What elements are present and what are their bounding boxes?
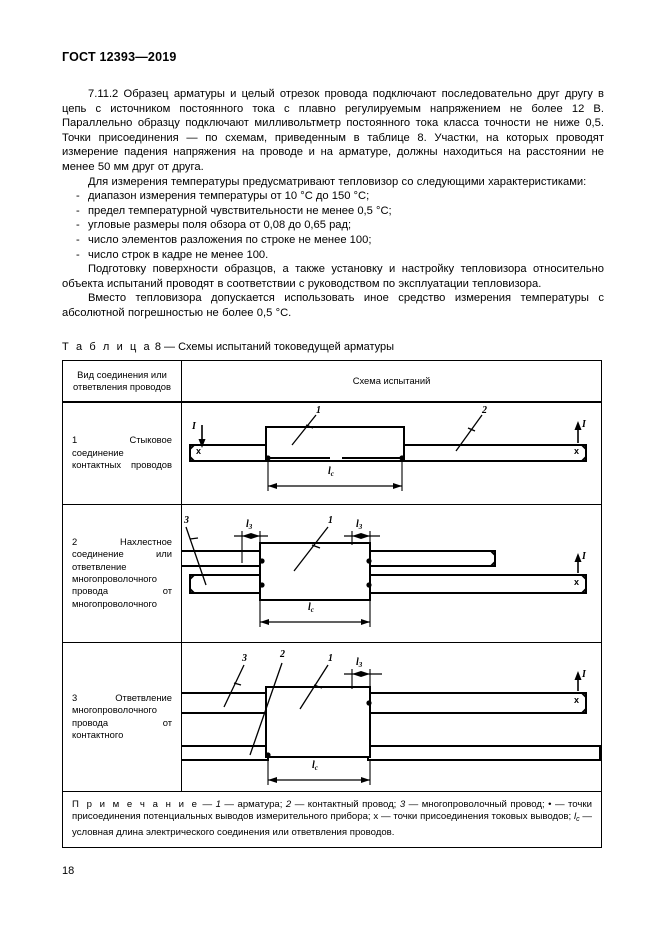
paragraph-7-11-2: 7.11.2 Образец арматуры и целый отрезок … (62, 88, 604, 173)
list-item-text: угловые размеры поля обзора от 0,08 до 0… (88, 219, 352, 232)
row-3-label: 3 Ответвление многопроволочного провода … (63, 642, 182, 791)
list-dash: - (76, 204, 80, 217)
document-header: ГОСТ 12393—2019 (62, 50, 177, 64)
list-item: -диапазон измерения температуры от 10 °С… (62, 189, 604, 204)
table-caption-number: 8 (154, 340, 161, 353)
list-dash: - (76, 219, 80, 232)
label-part-2: 2 (280, 648, 285, 660)
table-header-row: Вид соединения или ответвления проводов … (63, 360, 601, 403)
label-dim-length: lc (328, 465, 334, 478)
label-current-right: I (582, 550, 586, 562)
list-item-text: число строк в кадре не менее 100. (88, 248, 269, 261)
note-text-4: — условная длина электрического соединен… (72, 811, 592, 838)
note-ref-2: 2 (285, 798, 292, 810)
list-dash: - (76, 248, 80, 261)
diagram-butt-joint: 1 2 I I x x lc (182, 403, 601, 504)
note-text-2: — контактный провод; (291, 798, 400, 810)
table-caption-label: Т а б л и ц а (62, 340, 152, 353)
label-current-right: I (582, 668, 586, 680)
list-item: -угловые размеры поля обзора от 0,08 до … (62, 218, 604, 233)
label-dim-gap-right: l3 (356, 518, 363, 531)
paragraph-surface-preparation: Подготовку поверхности образцов, а также… (62, 263, 604, 290)
label-dim-length: lc (312, 759, 318, 772)
label-dim-length: lc (308, 601, 314, 614)
page-number: 18 (62, 865, 75, 877)
label-part-3: 3 (242, 652, 247, 664)
label-x-right: x (574, 445, 580, 456)
label-part-1: 1 (328, 514, 333, 526)
list-item: -предел температурной чувствительности н… (62, 204, 604, 219)
row-1-label: 1 Стыковое соединение контактных проводо… (63, 402, 182, 504)
table-header-test-scheme: Схема испытаний (352, 375, 431, 386)
test-schemes-table: Вид соединения или ответвления проводов … (62, 359, 602, 849)
label-x-left: x (196, 445, 202, 456)
label-x-right: x (574, 576, 580, 587)
label-x-right: x (574, 694, 580, 705)
list-item-text: число элементов разложения по строке не … (88, 233, 372, 246)
label-part-1: 1 (316, 404, 321, 416)
label-part-2: 2 (482, 404, 487, 416)
row-2-label: 2 Нахлестное соединение или ответвление … (63, 504, 182, 642)
table-row: 1 Стыковое соединение контактных проводо… (63, 402, 601, 505)
note-label: П р и м е ч а н и е (72, 798, 200, 810)
paragraph-thermal-imager-intro: Для измерения температуры предусматриваю… (88, 175, 587, 188)
list-dash: - (76, 233, 80, 246)
list-item: -число элементов разложения по строке не… (62, 233, 604, 248)
list-item-text: диапазон измерения температуры от 10 °С … (88, 190, 370, 203)
thermal-imager-characteristics-list: -диапазон измерения температуры от 10 °С… (62, 189, 604, 262)
label-current-left: I (192, 420, 196, 432)
note-ref-3: 3 (399, 798, 406, 810)
table-caption: Т а б л и ц а 8 — Схемы испытаний токове… (62, 341, 604, 353)
paragraph-alternative-measurement: Вместо тепловизора допускается использов… (62, 292, 604, 319)
label-dim-gap: l3 (356, 656, 363, 669)
diagram-branch-joint-svg (182, 662, 601, 785)
label-dim-gap-left: l3 (246, 518, 253, 531)
diagram-branch-joint: 1 2 3 I x l3 lc (182, 643, 601, 791)
note-ref-1: 1 (215, 798, 221, 810)
label-current-right: I (582, 418, 586, 430)
row-2-diagram: 1 3 I x l3 l3 lc (182, 505, 601, 642)
row-3-diagram: 1 2 3 I x l3 lc (182, 643, 601, 791)
table-row: 2 Нахлестное соединение или ответвление … (63, 504, 601, 643)
list-item: -число строк в кадре не менее 100. (62, 248, 604, 263)
note-text-1: — арматура; (220, 798, 286, 810)
diagram-lap-joint: 1 3 I x l3 l3 lc (182, 505, 601, 642)
label-part-1: 1 (328, 652, 333, 664)
table-caption-text: — Схемы испытаний токоведущей арматуры (164, 340, 395, 353)
note-text-3: — многопроволочный провод; • — точки при… (72, 798, 592, 823)
note-symbol-lc: lc (573, 811, 580, 824)
table-header-connection-type: Вид соединения или ответвления проводов (63, 360, 182, 401)
diagram-butt-joint-svg (189, 414, 587, 491)
table-note: П р и м е ч а н и е — 1 — арматура; 2 — … (63, 792, 601, 848)
label-part-3: 3 (184, 514, 189, 526)
note-dash: — (202, 798, 216, 810)
diagram-lap-joint-svg (182, 526, 587, 627)
list-dash: - (76, 190, 80, 203)
table-row: 3 Ответвление многопроволочного провода … (63, 642, 601, 792)
list-item-text: предел температурной чувствительности не… (88, 204, 392, 217)
row-1-diagram: 1 2 I I x x lc (182, 403, 601, 504)
